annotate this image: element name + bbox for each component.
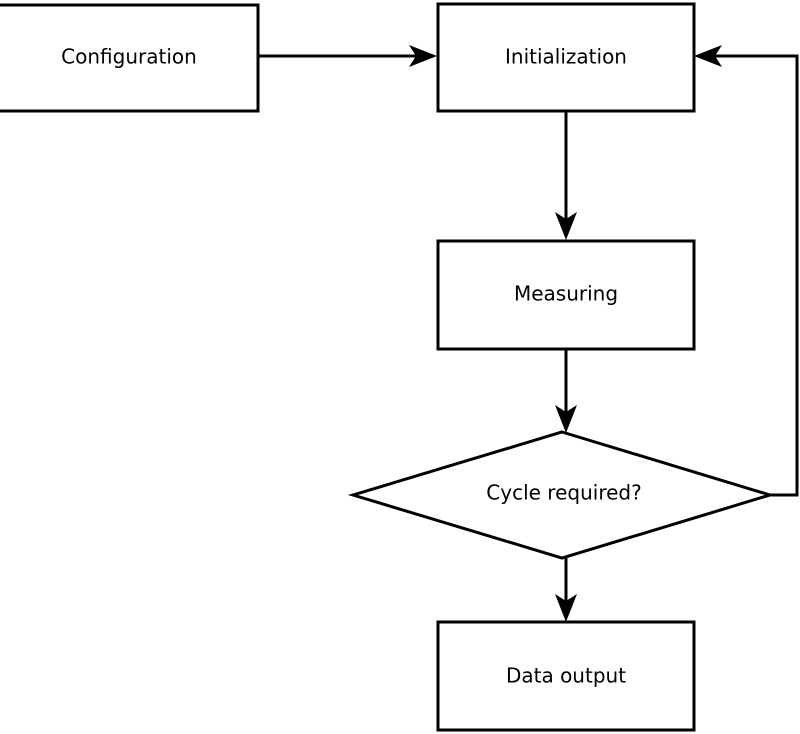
arrowhead-left-icon [694, 45, 722, 67]
measuring-box[interactable] [436, 239, 696, 351]
edge-line-feedback-loop [707, 54, 799, 497]
edge-cycle-required-to-data-output [555, 558, 577, 622]
initialization-box[interactable] [436, 2, 696, 113]
data-output-box[interactable] [436, 620, 696, 732]
arrowhead-down-icon [555, 594, 577, 622]
initialization-label: Initialization [505, 45, 627, 69]
node-initialization[interactable]: Initialization [436, 2, 696, 113]
configuration-label: Configuration [61, 45, 197, 69]
cycle-required-label: Cycle required? [486, 481, 641, 505]
arrowhead-down-icon [555, 405, 577, 433]
edge-cycle-required-to-initialization-loop [694, 45, 799, 497]
node-measuring[interactable]: Measuring [436, 239, 696, 351]
cycle-required-diamond[interactable] [347, 430, 776, 560]
configuration-box[interactable] [0, 3, 260, 113]
arrowhead-down-icon [555, 212, 577, 240]
node-data-output[interactable]: Data output [436, 620, 696, 732]
edge-configuration-to-initialization [258, 45, 437, 67]
node-configuration[interactable]: Configuration [0, 3, 260, 113]
node-cycle-required[interactable]: Cycle required? [347, 430, 776, 560]
edge-measuring-to-cycle-required [555, 349, 577, 433]
measuring-label: Measuring [514, 282, 618, 306]
arrowhead-right-icon [409, 45, 437, 67]
edge-initialization-to-measuring [555, 111, 577, 240]
data-output-label: Data output [506, 664, 626, 688]
